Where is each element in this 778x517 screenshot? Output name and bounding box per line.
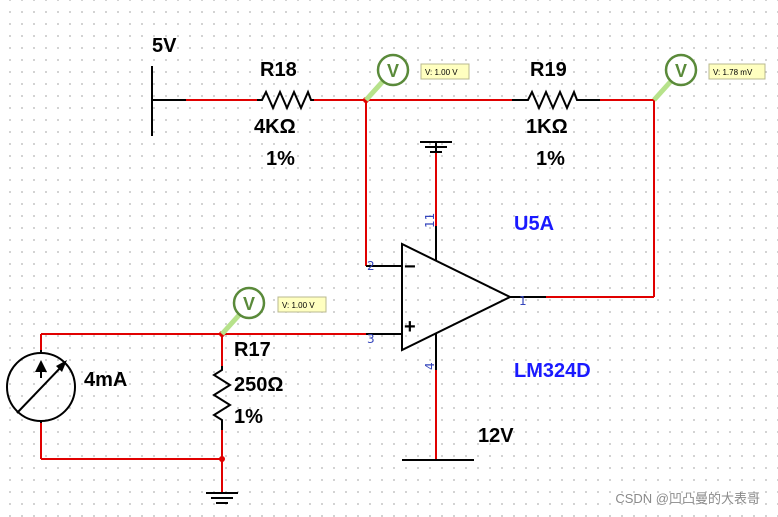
- current-source-4ma[interactable]: [6, 350, 76, 423]
- opamp-plus-sign: +: [404, 316, 416, 338]
- r18-tolerance: 1%: [266, 148, 295, 170]
- r17-value: 250Ω: [234, 374, 283, 396]
- r19-resistor[interactable]: [512, 89, 600, 111]
- r17-tolerance: 1%: [234, 406, 263, 428]
- pin-number-out: 1: [519, 294, 527, 308]
- r18-resistor[interactable]: [257, 89, 314, 111]
- r19-tolerance: 1%: [536, 148, 565, 170]
- ground-icon: [420, 141, 452, 153]
- r19-value: 1KΩ: [526, 116, 568, 138]
- pin-number-inv: 2: [367, 259, 375, 273]
- vcc-label: 12V: [478, 425, 514, 447]
- ground-icon: [206, 492, 238, 504]
- probe-reading: V: 1.78 mV: [713, 68, 753, 77]
- junction-dot: [219, 456, 225, 462]
- probe-reading: V: 1.00 V: [282, 301, 315, 310]
- opamp-part-label: LM324D: [514, 360, 591, 382]
- r18-value: 4KΩ: [254, 116, 296, 138]
- r17-name: R17: [234, 339, 271, 361]
- opamp-lm324d[interactable]: [366, 226, 546, 370]
- opamp-ref-label: U5A: [514, 213, 554, 235]
- watermark: CSDN @凹凸曼的大表哥: [615, 491, 760, 506]
- probe-glyph: V: [243, 294, 255, 314]
- r18-name: R18: [260, 59, 297, 81]
- voltage-probe-2[interactable]: V V: 1.78 mV: [652, 53, 766, 102]
- r19-name: R19: [530, 59, 567, 81]
- pin-number-vneg: 4: [423, 362, 437, 370]
- pin-number-vpos: 11: [423, 213, 437, 228]
- probe-reading: V: 1.00 V: [425, 68, 458, 77]
- source-value: 4mA: [84, 369, 127, 391]
- voltage-probe-3[interactable]: V V: 1.00 V: [220, 286, 327, 336]
- probe-glyph: V: [675, 61, 687, 81]
- pin-number-noninv: 3: [367, 332, 375, 346]
- r17-resistor[interactable]: [212, 366, 232, 430]
- voltage-probe-1[interactable]: V V: 1.00 V: [364, 53, 470, 102]
- vin-label: 5V: [152, 35, 177, 57]
- opamp-minus-sign: −: [404, 256, 416, 278]
- probe-glyph: V: [387, 61, 399, 81]
